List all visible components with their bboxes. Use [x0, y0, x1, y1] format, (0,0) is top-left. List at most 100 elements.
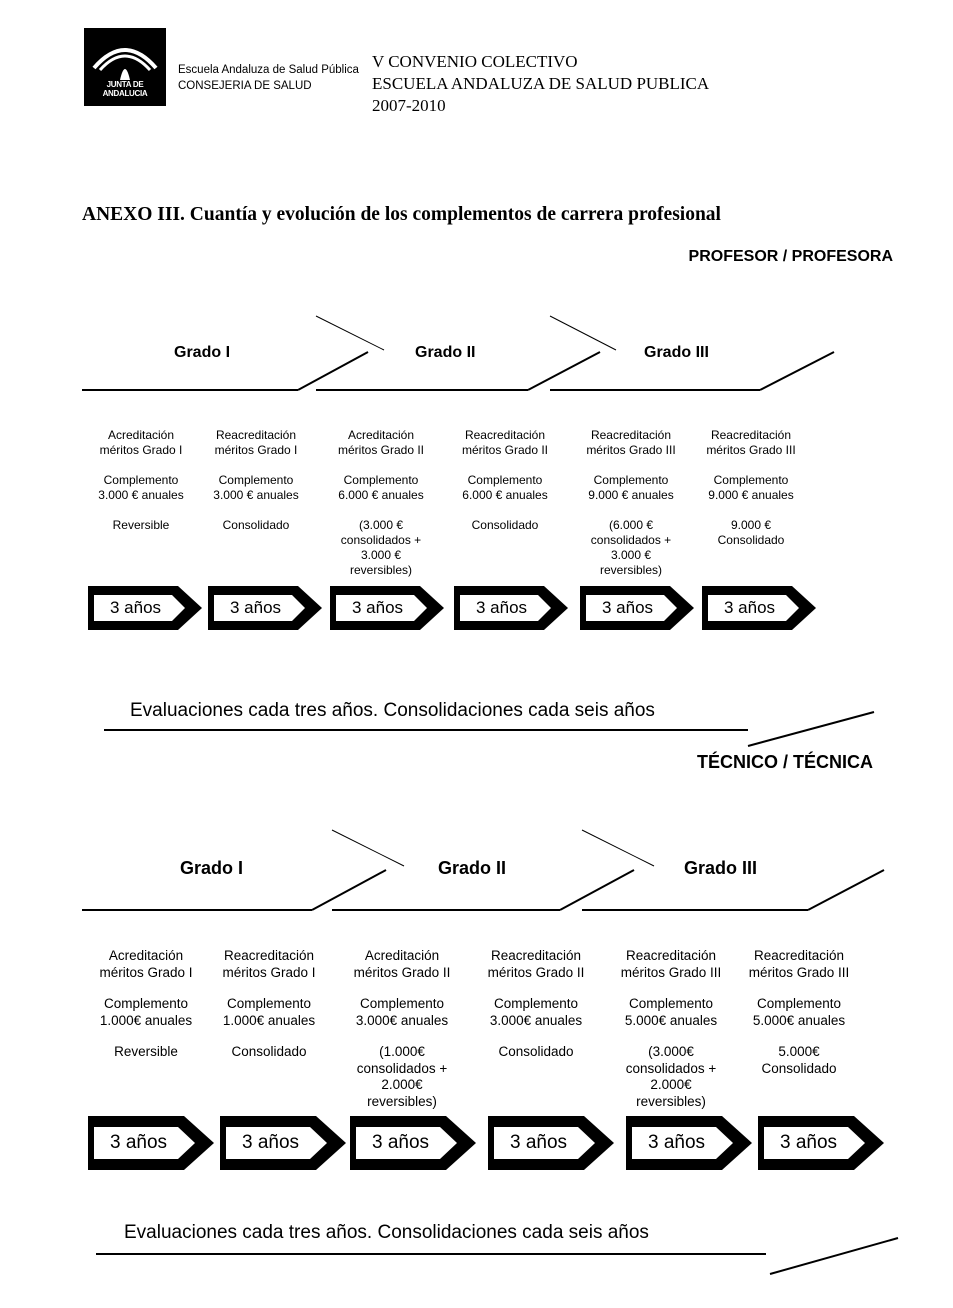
profesor-period-arrow-3: 3 años	[330, 586, 444, 630]
cell-title: Reacreditación	[215, 428, 297, 442]
arrow-label: 3 años	[780, 1132, 838, 1153]
arrow-label: 3 años	[648, 1132, 706, 1153]
cell-status-line: (6.000 €	[608, 518, 654, 532]
footer-line-tecnico	[96, 1237, 899, 1275]
cell-complement-label: Complemento	[359, 996, 445, 1011]
cell-subtitle: méritos Grado II	[353, 964, 451, 980]
arrow-shape-icon	[702, 586, 816, 630]
cell-complement-label: Complemento	[493, 996, 579, 1011]
tecnico-column-3: Acreditación méritos Grado II Complement…	[340, 948, 464, 1110]
cell-status-line: consolidados +	[340, 533, 422, 547]
cell-complement-amount: 3.000 € anuales	[213, 488, 299, 502]
arrow-shape-icon	[626, 1116, 752, 1170]
cell-subtitle: méritos Grado III	[706, 443, 796, 457]
tecnico-period-arrow-1: 3 años	[88, 1116, 214, 1170]
cell-title: Reacreditación	[590, 428, 672, 442]
cell-title: Reacreditación	[710, 428, 792, 442]
footer-note-tecnico: Evaluaciones cada tres años. Consolidaci…	[124, 1222, 649, 1243]
cell-title: Reacreditación	[625, 948, 717, 963]
arrow-label: 3 años	[110, 1132, 168, 1153]
cell-complement-amount: 1.000€ anuales	[99, 1012, 193, 1028]
arrow-label: 3 años	[372, 1132, 430, 1153]
cell-status-line: reversibles)	[367, 1093, 437, 1109]
cell-status-line: (3.000€	[648, 1044, 694, 1059]
cell-status-line: reversibles)	[599, 563, 662, 577]
tecnico-period-arrow-6: 3 años	[758, 1116, 884, 1170]
footer-line-profesor	[104, 711, 875, 747]
grado-label-tecnico-1: Grado I	[180, 858, 244, 878]
tecnico-period-arrow-4: 3 años	[488, 1116, 614, 1170]
arrow-shape-icon	[88, 1116, 214, 1170]
arrow-label: 3 años	[476, 598, 528, 617]
doc-header-line1: V CONVENIO COLECTIVO	[372, 52, 578, 71]
tecnico-column-4: Reacreditación méritos Grado II Compleme…	[474, 948, 598, 1061]
profesor-period-arrow-1: 3 años	[88, 586, 202, 630]
cell-complement-label: Complemento	[343, 473, 419, 487]
profesor-column-1: Acreditación méritos Grado I Complemento…	[82, 428, 200, 533]
cell-status-line: consolidados +	[356, 1060, 448, 1076]
footer-note-profesor: Evaluaciones cada tres años. Consolidaci…	[130, 700, 655, 721]
cell-title: Reacreditación	[490, 948, 582, 963]
arrow-shape-icon	[208, 586, 322, 630]
cell-complement-label: Complemento	[103, 996, 189, 1011]
cell-status-line: Consolidado	[761, 1060, 837, 1076]
cell-status-line: 2.000€	[381, 1077, 423, 1092]
cell-complement-amount: 1.000€ anuales	[222, 1012, 316, 1028]
cell-subtitle: méritos Grado II	[487, 964, 585, 980]
cell-complement-label: Complemento	[756, 996, 842, 1011]
cell-complement-amount: 3.000 € anuales	[98, 488, 184, 502]
grado-label-tecnico-2: Grado II	[438, 858, 507, 878]
arrow-label: 3 años	[352, 598, 404, 617]
cell-title: Reacreditación	[753, 948, 845, 963]
grado-label-profesor-2: Grado II	[415, 344, 476, 361]
cell-title: Acreditación	[107, 428, 175, 442]
grado-diagram-tecnico	[82, 829, 885, 911]
cell-complement-amount: 3.000€ anuales	[489, 1012, 583, 1028]
arrow-shape-icon	[350, 1116, 476, 1170]
profesor-column-6: Reacreditación méritos Grado III Complem…	[690, 428, 812, 548]
arrow-shape-icon	[454, 586, 568, 630]
cell-complement-label: Complemento	[103, 473, 179, 487]
profesor-column-4: Reacreditación méritos Grado II Compleme…	[446, 428, 564, 533]
cell-status: Consolidado	[471, 518, 539, 532]
section-title-tecnico: TÉCNICO / TÉCNICA	[696, 752, 873, 772]
cell-subtitle: méritos Grado III	[748, 964, 850, 980]
cell-status-line: Consolidado	[717, 533, 785, 547]
cell-complement-label: Complemento	[467, 473, 543, 487]
cell-status-line: (3.000 €	[358, 518, 404, 532]
cell-status-line: (1.000€	[379, 1044, 425, 1059]
tecnico-column-2: Reacreditación méritos Grado I Complemen…	[208, 948, 330, 1061]
page-title: ANEXO III. Cuantía y evolución de los co…	[82, 204, 721, 225]
tecnico-period-arrow-2: 3 años	[220, 1116, 346, 1170]
cell-status-line: consolidados +	[590, 533, 672, 547]
doc-header-line2: ESCUELA ANDALUZA DE SALUD PUBLICA	[372, 74, 710, 93]
arrow-shape-icon	[488, 1116, 614, 1170]
cell-status: Reversible	[112, 518, 170, 532]
logo-arch-icon	[92, 48, 158, 80]
profesor-column-3: Acreditación méritos Grado II Complement…	[322, 428, 440, 578]
section-title-profesor: PROFESOR / PROFESORA	[688, 248, 893, 265]
cell-complement-label: Complemento	[593, 473, 669, 487]
tecnico-column-1: Acreditación méritos Grado I Complemento…	[86, 948, 206, 1061]
cell-complement-amount: 3.000€ anuales	[355, 1012, 449, 1028]
cell-status: Reversible	[114, 1044, 178, 1059]
cell-complement-amount: 5.000€ anuales	[752, 1012, 846, 1028]
profesor-period-arrow-2: 3 años	[208, 586, 322, 630]
profesor-column-5: Reacreditación méritos Grado III Complem…	[570, 428, 692, 578]
cell-title: Acreditación	[108, 948, 184, 963]
arrow-shape-icon	[220, 1116, 346, 1170]
cell-status-line: reversibles)	[349, 563, 412, 577]
arrow-label: 3 años	[230, 598, 282, 617]
cell-status: Consolidado	[222, 518, 290, 532]
cell-status-line: 2.000€	[650, 1077, 692, 1092]
cell-title: Acreditación	[347, 428, 415, 442]
grado-diagram-profesor	[82, 315, 835, 391]
cell-subtitle: méritos Grado II	[337, 443, 425, 457]
cell-complement-label: Complemento	[218, 473, 294, 487]
cell-subtitle: méritos Grado I	[222, 964, 316, 980]
profesor-period-arrow-4: 3 años	[454, 586, 568, 630]
cell-title: Reacreditación	[464, 428, 546, 442]
cell-complement-label: Complemento	[226, 996, 312, 1011]
cell-subtitle: méritos Grado I	[99, 443, 183, 457]
cell-complement-amount: 5.000€ anuales	[624, 1012, 718, 1028]
